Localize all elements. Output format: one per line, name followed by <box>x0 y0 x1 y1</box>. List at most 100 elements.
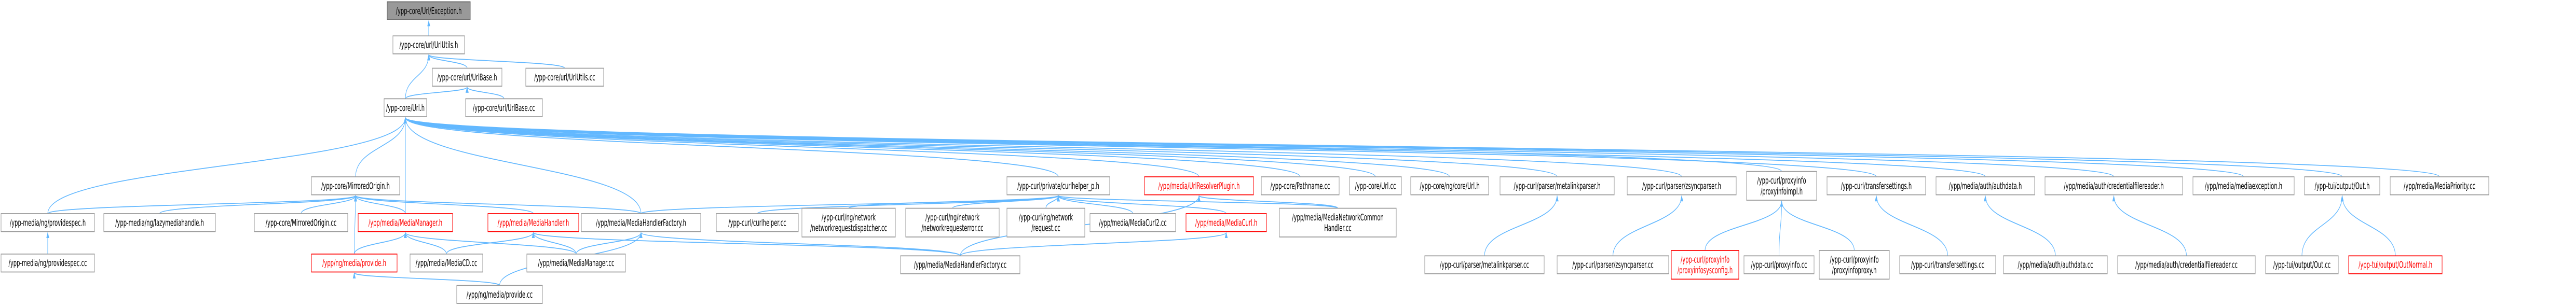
node-metaparsercc[interactable]: /ypp-curl/parser/metalinkparser.cc <box>1424 255 1545 274</box>
edge-mirroredh-ngprovideh <box>354 195 357 254</box>
node-proxyconfigh[interactable]: /ypp-curl/proxyinfo/proxyinfosysconfig.h <box>1671 250 1739 280</box>
node-label: /networkrequesterror.cc <box>921 224 983 234</box>
edge-urlutilsh-urlh <box>405 54 430 99</box>
node-mhfactorycc[interactable]: /ypp/media/MediaHandlerFactory.cc <box>900 255 1020 274</box>
node-credreadercc[interactable]: /ypp/media/auth/credentialfilereader.cc <box>2117 255 2256 274</box>
node-mediacurl2[interactable]: /ypp/media/MediaCurl2.cc <box>1089 213 1176 232</box>
edge-urlh-mhfactoryh <box>404 117 642 214</box>
node-mediapriocc[interactable]: /ypp/media/MediaPriority.cc <box>2390 176 2489 196</box>
node-mhfactoryh[interactable]: /ypp/media/MediaHandlerFactory.h <box>581 213 701 232</box>
node-proxyinfocc[interactable]: /ypp-curl/proxyinfo.cc <box>1743 255 1815 274</box>
node-netreqdisp[interactable]: /ypp-curl/ng/network/networkrequestdispa… <box>801 207 896 238</box>
node-mediahandlerh[interactable]: /ypp/media/MediaHandler.h <box>487 213 579 232</box>
node-label: /ypp/media/MediaHandlerFactory.h <box>596 218 686 229</box>
node-box <box>1006 207 1085 238</box>
node-urlutilsh[interactable]: /ypp-core/url/UrlUtils.h <box>392 35 465 54</box>
node-label: /ypp/media/auth/credentialfilereader.cc <box>2135 260 2238 271</box>
node-box <box>1557 255 1669 274</box>
edge-urlh-mediaauthdatah <box>404 117 1986 177</box>
node-box <box>392 35 465 54</box>
edge-mirroredh-lazyhandleh <box>159 195 357 214</box>
node-lazyhandleh[interactable]: /ypp-media/ng/lazymediahandle.h <box>103 213 216 232</box>
node-pathnamecc[interactable]: /ypp-core/Pathname.cc <box>1261 176 1340 196</box>
node-box <box>716 213 799 232</box>
node-label: /ypp-curl/proxyinfo <box>1681 255 1729 266</box>
node-label: /ypp-media/ng/lazymediahandle.h <box>115 218 204 229</box>
node-mediacurlh[interactable]: /ypp/media/MediaCurl.h <box>1185 213 1267 232</box>
node-box <box>1671 250 1739 280</box>
node-label: /ypp-tui/output/OutNormal.h <box>2359 260 2432 271</box>
node-box <box>1006 176 1110 196</box>
node-box <box>311 254 398 273</box>
node-zsyncparserh[interactable]: /ypp-curl/parser/zsyncparser.h <box>1627 176 1737 196</box>
node-zsyncparsercc[interactable]: /ypp-curl/parser/zsyncparser.cc <box>1557 255 1669 274</box>
node-box <box>1089 213 1176 232</box>
node-proxyinfoproxycc[interactable]: /ypp-curl/proxyinfo/proxyinfoproxy.h <box>1819 250 1890 280</box>
edge-urlh-metaparserh <box>404 117 1558 177</box>
node-transfersettingsh[interactable]: /ypp-curl/transfersettings.h <box>1827 176 1926 196</box>
edge-proxyinfoimplh-proxyinfocc <box>1779 200 1783 256</box>
node-label: /ypp/media/MediaPriority.cc <box>2404 182 2475 192</box>
node-ngprovidecc[interactable]: /ypp/ng/media/provide.cc <box>456 285 543 304</box>
node-box <box>1746 171 1817 201</box>
edge-urlh-mirroredh <box>355 117 407 177</box>
node-box <box>1819 250 1890 280</box>
node-curlhelpercc[interactable]: /ypp-curl/curlhelper.cc <box>716 213 799 232</box>
node-box <box>1899 255 1996 274</box>
node-netreqerr[interactable]: /ypp-curl/ng/network/networkrequesterror… <box>905 207 1000 238</box>
edge-mediahandlerh-mhfactorycc <box>532 232 961 257</box>
node-box <box>1 213 95 232</box>
node-outcc[interactable]: /ypp-tui/output/Out.cc <box>2265 255 2339 274</box>
node-mediaexcc[interactable]: /ypp/media/mediaexception.h <box>2192 176 2295 196</box>
node-label: /ypp-tui/output/Out.cc <box>2273 260 2331 271</box>
node-box <box>2390 176 2489 196</box>
node-credreaderh[interactable]: /ypp/media/auth/credentialfilereader.h <box>2045 176 2183 196</box>
node-mediaauthdatacc[interactable]: /ypp/media/auth/authdata.cc <box>2003 255 2108 274</box>
edge-zsyncparserh-zsyncparsercc <box>1613 195 1683 256</box>
node-label: /ypp-core/url/UrlBase.cc <box>473 103 535 114</box>
node-ngprovideh[interactable]: /ypp/ng/media/provide.h <box>311 254 398 273</box>
node-box <box>1827 176 1926 196</box>
node-mirroredcc[interactable]: /ypp-core/MirroredOrigin.cc <box>254 213 348 232</box>
node-mirroredh[interactable]: /ypp-core/MirroredOrigin.h <box>311 176 400 196</box>
edge-credreaderh-credreadercc <box>2112 195 2187 256</box>
node-box <box>432 67 502 87</box>
node-box <box>2003 255 2108 274</box>
node-label: /ypp/media/UrlResolverPlugin.h <box>1158 182 1239 192</box>
node-label: /ypp/media/MediaCurl2.cc <box>1099 218 1167 229</box>
node-resolverplugin[interactable]: /ypp/media/UrlResolverPlugin.h <box>1144 176 1254 196</box>
node-provspeccc[interactable]: /ypp-media/ng/providespec.cc <box>1 254 95 273</box>
node-label: /ypp-core/Url/Exception.h <box>396 6 462 17</box>
edge-mediahandlerh-mediacdcc <box>446 232 535 255</box>
node-proxyinfoimplh[interactable]: /ypp-curl/proxyinfo/proxyinfoimpl.h <box>1746 171 1817 201</box>
node-outnormalh[interactable]: /ypp-tui/output/OutNormal.h <box>2348 255 2443 274</box>
node-label: /proxyinfoproxy.h <box>1832 266 1877 276</box>
node-mediaauthdatah[interactable]: /ypp/media/auth/authdata.h <box>1936 176 2035 196</box>
node-provspech[interactable]: /ypp-media/ng/providespec.h <box>1 213 95 232</box>
edge-outh-outcc <box>2301 195 2344 256</box>
node-netrequest[interactable]: /ypp-curl/ng/network/request.cc <box>1006 207 1085 238</box>
node-urlutilscc[interactable]: /ypp-core/url/UrlUtils.cc <box>525 67 604 87</box>
node-mediacdcc[interactable]: /ypp/media/MediaCD.cc <box>410 254 483 273</box>
node-label: /ypp-curl/parser/metalinkparser.h <box>1514 182 1600 192</box>
node-urlbasecc[interactable]: /ypp-core/url/UrlBase.cc <box>465 98 543 117</box>
dependency-nodes: /ypp-core/Url/Exception.h/ypp-core/url/U… <box>1 1 2489 304</box>
node-ngurlh[interactable]: /ypp-core/ng/core/Url.h <box>1410 176 1489 196</box>
edge-mediaauthdatah-mediaauthdatacc <box>1984 195 2056 256</box>
node-metaparserh[interactable]: /ypp-curl/parser/metalinkparser.h <box>1500 176 1615 196</box>
node-urlbaseh[interactable]: /ypp-core/url/UrlBase.h <box>432 67 502 87</box>
edge-curlhelperp-mhfactoryh <box>640 195 1060 214</box>
edge-mirroredh-mediamanagerh <box>354 195 406 214</box>
node-outh[interactable]: /ypp-tui/output/Out.h <box>2304 176 2380 196</box>
node-transfersettingscc[interactable]: /ypp-curl/transfersettings.cc <box>1899 255 1996 274</box>
node-mediamanagerh[interactable]: /ypp/media/MediaManager.h <box>358 213 453 232</box>
node-label: /ypp-curl/private/curlhelper_p.h <box>1017 182 1099 192</box>
node-urlh[interactable]: /ypp-core/Url.h <box>384 98 427 117</box>
node-mediamanagercc[interactable]: /ypp/media/MediaManager.cc <box>526 254 626 273</box>
node-box <box>1743 255 1815 274</box>
node-label: /ypp-tui/output/Out.h <box>2315 182 2370 192</box>
node-urlcc[interactable]: /ypp-core/Url.cc <box>1349 176 1402 196</box>
node-curlhelperp[interactable]: /ypp-curl/private/curlhelper_p.h <box>1006 176 1110 196</box>
node-box <box>1349 176 1402 196</box>
